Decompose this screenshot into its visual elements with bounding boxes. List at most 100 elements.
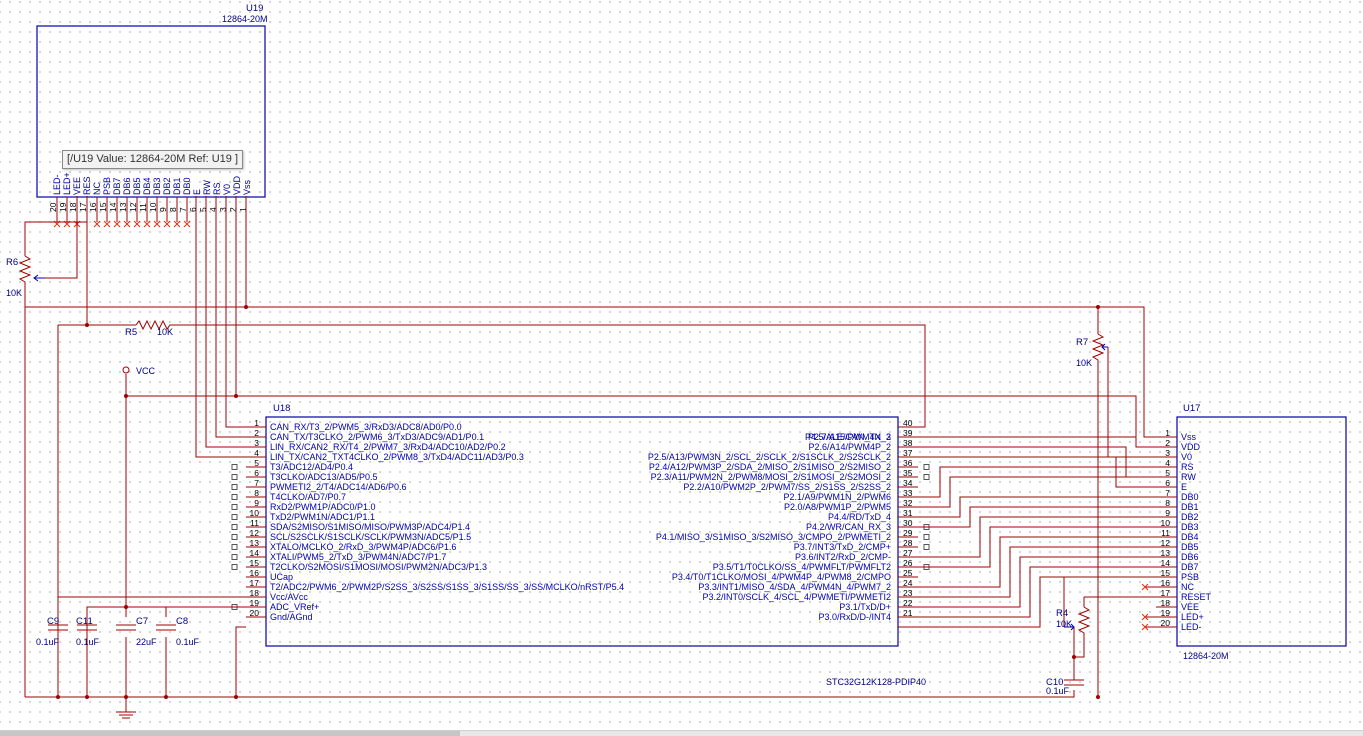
r7-potentiometer[interactable]: R7 10K [1076, 333, 1108, 368]
u19-pin-4[interactable]: RS4 [208, 182, 222, 212]
r6-potentiometer[interactable]: R6 10K [6, 255, 45, 298]
u17-pin-number: 8 [1165, 498, 1170, 508]
u18-right-pin-34[interactable]: 34P2.2/A10/PWM2P_2/PWM7/SS_2/S1SS_2/S2SS… [683, 478, 918, 492]
u19-pin-name: DB4 [142, 177, 152, 195]
u19-pin-3[interactable]: V03 [218, 184, 232, 212]
u17-pin-number: 20 [1161, 618, 1171, 628]
u18-right-pin-29[interactable]: 29P4.1/MISO_3/S1MISO_3/S2MISO_3/CMPO_2/P… [656, 528, 930, 542]
c9-capacitor[interactable]: C9 0.1uF [36, 616, 68, 647]
u18-right-pin-36[interactable]: 36P2.4/A12/PWM3P_2/SDA_2/MISO_2/S1MISO_2… [649, 458, 930, 472]
c8-capacitor[interactable]: C8 0.1uF [156, 616, 200, 647]
u17-body[interactable] [1176, 416, 1347, 647]
u19-body[interactable] [36, 25, 266, 198]
u19-pin-19[interactable]: LED+19 [58, 172, 72, 228]
ground-symbol[interactable] [116, 711, 136, 719]
u18-body[interactable] [265, 416, 899, 647]
c10-ref: C10 [1046, 677, 1063, 688]
c7-capacitor[interactable]: C7 22uF [116, 616, 157, 647]
u18-right-pin-35[interactable]: 35P2.3/A11/PWM2N_2/PWM8/MOSI_2/S1MOSI_2/… [651, 468, 930, 482]
u19-component[interactable]: U19 12864-20M LED-20LED+19VEE18RES17NC16… [36, 3, 268, 228]
scrollbar-thumb[interactable] [0, 731, 460, 736]
vcc-power-symbol[interactable]: VCC [122, 366, 156, 376]
horizontal-scrollbar[interactable] [0, 730, 1363, 736]
no-connect-mark [183, 220, 191, 228]
r5-value: 10K [157, 327, 173, 337]
u19-pin-number: 2 [228, 207, 238, 212]
u19-pin-20[interactable]: LED-20 [48, 174, 62, 228]
u18-right-pin-25[interactable]: 25P3.4/T0/T1CLKO/MOSI_4/PWM4P_4/PWM8_2/C… [672, 568, 918, 582]
r5-resistor[interactable]: R5 10K [125, 319, 174, 338]
u18-pin-number: 34 [903, 478, 913, 488]
u19-pin-name: VEE [72, 177, 82, 195]
u18-pin-name: P2.4/A12/PWM3P_2/SDA_2/MISO_2/S1MISO_2/S… [649, 462, 891, 472]
u18-pin-number: 11 [250, 518, 259, 528]
u19-pin-6[interactable]: E6 [188, 189, 202, 212]
u18-pin-number: 25 [903, 568, 913, 578]
c10-capacitor[interactable]: C10 0.1uF [1046, 677, 1084, 696]
r7-ref: R7 [1076, 337, 1088, 348]
u18-pin-name: TxD2/PWM1N/ADC1/P1.1 [270, 512, 375, 522]
c11-capacitor[interactable]: C11 0.1uF [76, 616, 100, 647]
u18-pin-number: 40 [903, 418, 913, 428]
r4-potentiometer[interactable]: R4 10K [1056, 606, 1091, 637]
u19-pin-5[interactable]: RW5 [198, 180, 212, 212]
